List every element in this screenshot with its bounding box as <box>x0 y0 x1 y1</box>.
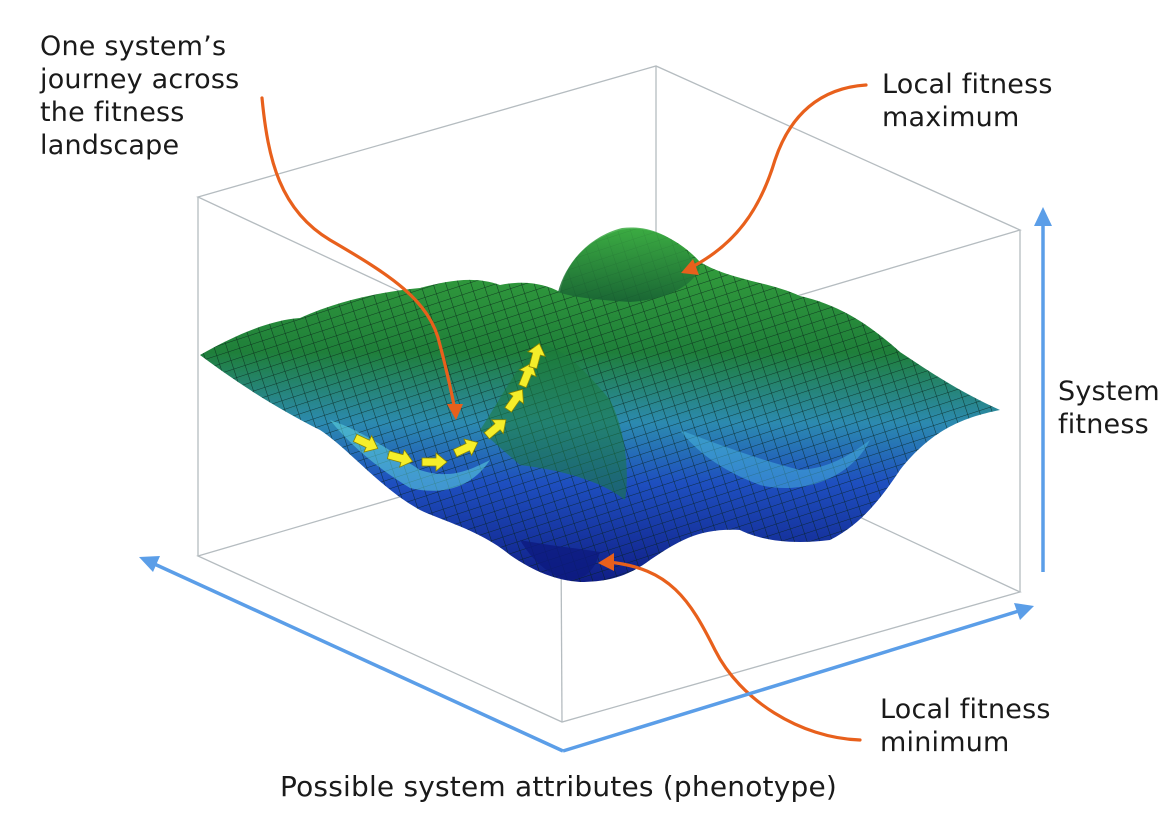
x-axis-arrow-left <box>149 560 564 753</box>
blue-arrow-icon <box>139 556 160 572</box>
axis-arrowheads <box>139 207 1052 620</box>
valley-highlight-right <box>680 430 870 488</box>
maximum-arrowhead-icon <box>681 259 699 275</box>
local-maximum-peak <box>558 227 700 302</box>
y-axis-label: System fitness <box>1058 376 1159 440</box>
blue-arrow-icon <box>1034 207 1052 226</box>
fitness-surface <box>200 227 1000 582</box>
x-axis-label: Possible system attributes (phenotype) <box>280 770 838 803</box>
axis-arrows <box>149 222 1045 753</box>
callouts <box>260 83 868 742</box>
local-maximum-label: Local fitness maximum <box>882 69 1053 133</box>
yellow-arrow-icon <box>483 419 507 440</box>
callout-arrowheads <box>447 259 699 571</box>
journey-path <box>352 342 546 472</box>
journey-label: One system’s journey across the fitness … <box>40 31 240 161</box>
journey-arrowhead-icon <box>447 404 463 420</box>
valley-highlight-left <box>330 420 490 491</box>
minimum-callout-line <box>606 560 862 742</box>
yellow-arrow-icon <box>421 452 448 472</box>
central-ridge <box>480 345 627 500</box>
yellow-arrow-icon <box>518 362 537 389</box>
yellow-arrow-icon <box>526 342 546 370</box>
yellow-arrow-icon <box>504 388 524 413</box>
journey-callout-line <box>260 96 457 412</box>
yellow-arrow-icon <box>352 433 379 453</box>
minimum-arrowhead-icon <box>598 553 614 571</box>
local-minimum-basin <box>520 540 600 580</box>
maximum-callout-line <box>688 83 868 270</box>
yellow-arrow-icon <box>452 438 479 458</box>
local-minimum-label: Local fitness minimum <box>880 694 1051 758</box>
x-axis-arrow-right <box>562 608 1023 753</box>
blue-arrow-icon <box>1014 603 1034 620</box>
yellow-arrow-icon <box>386 448 414 468</box>
